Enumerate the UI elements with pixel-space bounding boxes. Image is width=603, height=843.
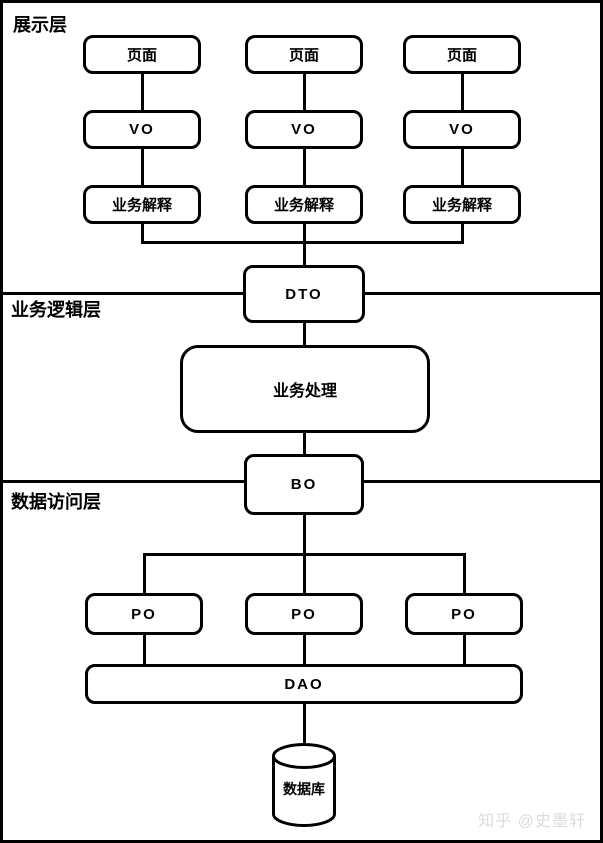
connector-dao-database bbox=[302, 704, 306, 748]
node-page-2: 页面 bbox=[245, 35, 363, 74]
connector-po3-dao bbox=[462, 635, 466, 664]
connector-join-po2 bbox=[302, 553, 306, 593]
connector-vo1-interpret1 bbox=[140, 149, 144, 185]
connector-po2-dao bbox=[302, 635, 306, 664]
node-interpret-2: 业务解释 bbox=[245, 185, 363, 224]
connector-join-po3 bbox=[462, 553, 466, 593]
node-business-process: 业务处理 bbox=[180, 345, 430, 433]
connector-bo-join bbox=[302, 515, 306, 556]
node-page-3: 页面 bbox=[403, 35, 521, 74]
connector-interpret3-join bbox=[460, 224, 464, 244]
connector-page1-vo1 bbox=[140, 74, 144, 110]
connector-page3-vo3 bbox=[460, 74, 464, 110]
node-bo: BO bbox=[244, 454, 364, 515]
node-interpret-3: 业务解释 bbox=[403, 185, 521, 224]
node-po-2: PO bbox=[245, 593, 363, 635]
node-database-label: 数据库 bbox=[283, 781, 325, 797]
connector-process-bo bbox=[302, 433, 306, 454]
layer-label-data-access: 数据访问层 bbox=[11, 492, 101, 512]
connector-po1-dao bbox=[142, 635, 146, 664]
node-page-1: 页面 bbox=[83, 35, 201, 74]
connector-vo2-interpret2 bbox=[302, 149, 306, 185]
connector-join-po1 bbox=[142, 553, 146, 593]
node-vo-3: VO bbox=[403, 110, 521, 149]
connector-vo3-interpret3 bbox=[460, 149, 464, 185]
connector-interpret2-dto bbox=[302, 224, 306, 265]
watermark: 知乎 @史墨轩 bbox=[478, 813, 586, 830]
node-vo-1: VO bbox=[83, 110, 201, 149]
node-dao: DAO bbox=[85, 664, 523, 704]
node-po-3: PO bbox=[405, 593, 523, 635]
node-dto: DTO bbox=[243, 265, 365, 323]
connector-interpret1-join bbox=[140, 224, 144, 244]
connector-page2-vo2 bbox=[302, 74, 306, 110]
layer-label-business: 业务逻辑层 bbox=[11, 300, 101, 320]
node-po-1: PO bbox=[85, 593, 203, 635]
layer-label-presentation: 展示层 bbox=[13, 15, 67, 35]
node-vo-2: VO bbox=[245, 110, 363, 149]
node-interpret-1: 业务解释 bbox=[83, 185, 201, 224]
connector-dto-process bbox=[302, 323, 306, 345]
database-cylinder-icon bbox=[272, 743, 336, 827]
connector-join-bus-top bbox=[140, 241, 464, 244]
